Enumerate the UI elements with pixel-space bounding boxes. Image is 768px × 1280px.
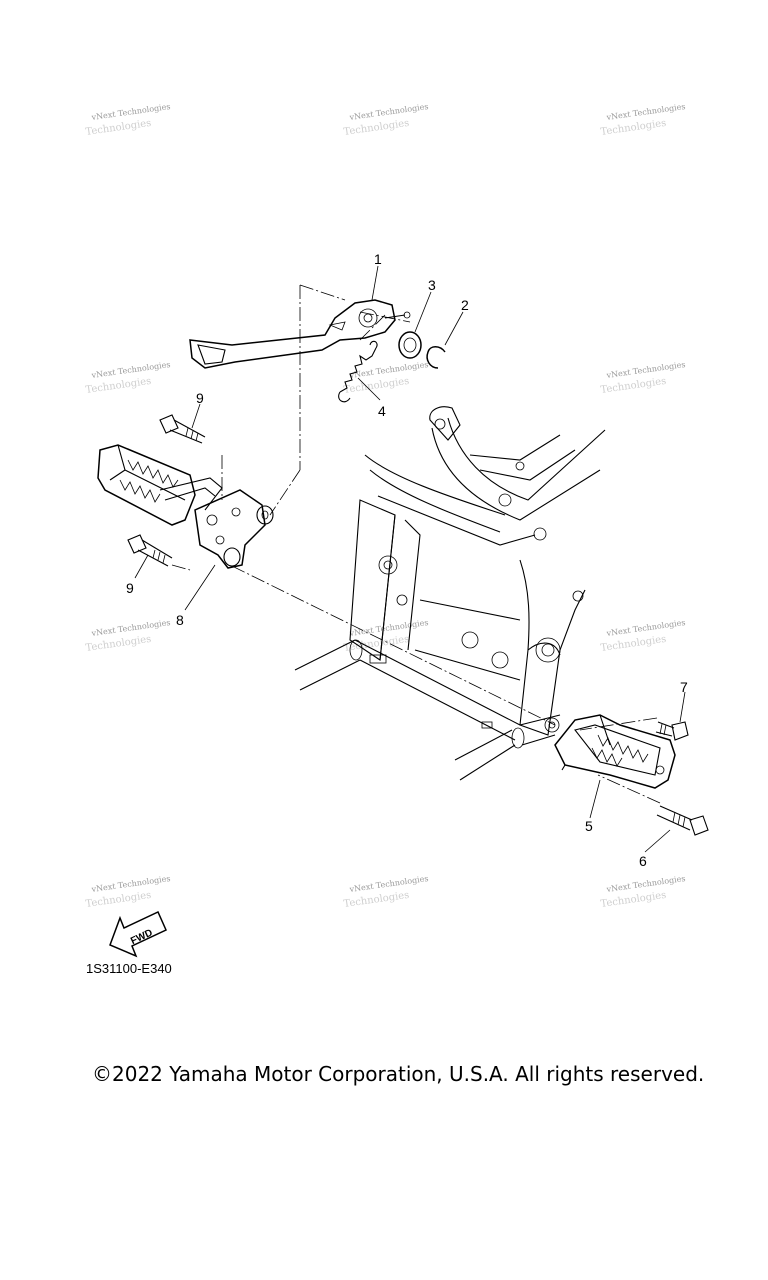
callout-3: 3 (428, 277, 436, 293)
callout-5: 5 (585, 818, 593, 834)
watermark-text: vNext Technologies (348, 360, 429, 380)
copyright-notice: ©2022 Yamaha Motor Corporation, U.S.A. A… (92, 1062, 705, 1086)
brake-pedal (189, 299, 411, 369)
fwd-label: FWD (129, 927, 154, 947)
forward-arrow-icon: FWD (109, 910, 167, 958)
watermark: vNext Technologies Technologies (343, 874, 429, 910)
diagram-code: 1S31100-E340 (86, 961, 172, 976)
watermark: vNext Technologies Technologies (600, 618, 686, 654)
callout-6: 6 (639, 853, 647, 869)
assembly-guide-lines (171, 284, 661, 804)
watermark: vNext Technologies Technologies (343, 618, 429, 654)
left-footrest-bracket (97, 444, 274, 569)
watermark: vNext Technologies Technologies (600, 360, 686, 396)
watermark-text: vNext Technologies (348, 618, 429, 638)
leader-lines (134, 265, 686, 853)
callout-1: 1 (374, 251, 382, 267)
right-footrest (554, 714, 676, 789)
watermark: vNext Technologies Technologies (85, 618, 171, 654)
watermark-text: vNext Technologies (90, 360, 171, 380)
bolt-lower (127, 534, 173, 567)
watermark: vNext Technologies Technologies (85, 360, 171, 396)
watermark: vNext Technologies Technologies (85, 874, 171, 910)
callout-2: 2 (461, 297, 469, 313)
watermark-text: vNext Technologies (90, 102, 171, 122)
bolt-upper (159, 414, 206, 444)
watermark-text: vNext Technologies (605, 874, 686, 894)
watermark: vNext Technologies Technologies (600, 874, 686, 910)
bolt-7 (655, 721, 689, 741)
callout-8: 8 (176, 612, 184, 628)
callout-4: 4 (378, 403, 386, 419)
circlip (426, 346, 446, 369)
watermark-text: vNext Technologies (348, 874, 429, 894)
watermark: vNext Technologies Technologies (85, 102, 171, 138)
watermark-text: vNext Technologies (90, 618, 171, 638)
callout-9-lower: 9 (126, 580, 134, 596)
return-spring (338, 340, 378, 403)
bolt-6 (656, 805, 709, 836)
watermark: vNext Technologies Technologies (343, 102, 429, 138)
callout-9-upper: 9 (196, 390, 204, 406)
callouts: 1 2 3 4 9 9 8 7 5 6 (126, 251, 688, 869)
washer (398, 331, 422, 359)
watermark-text: vNext Technologies (90, 874, 171, 894)
watermark-text: vNext Technologies (348, 102, 429, 122)
watermark: vNext Technologies Technologies (600, 102, 686, 138)
watermark-text: vNext Technologies (605, 102, 686, 122)
motorcycle-frame (294, 406, 606, 781)
watermark: vNext Technologies Technologies (343, 360, 429, 396)
watermark-text: vNext Technologies (605, 360, 686, 380)
watermark-text: vNext Technologies (605, 618, 686, 638)
callout-7: 7 (680, 679, 688, 695)
